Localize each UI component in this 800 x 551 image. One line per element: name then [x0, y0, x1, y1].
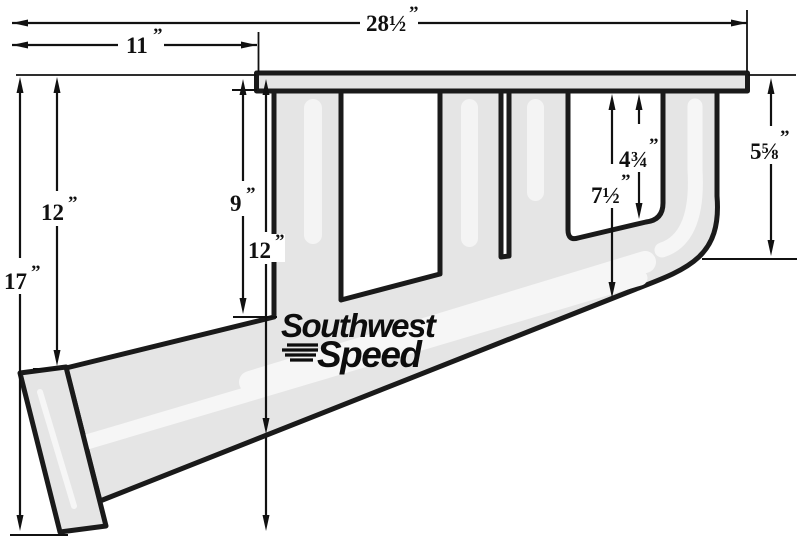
arrowhead-right	[241, 41, 257, 49]
end-flange-highlight	[37, 389, 77, 509]
dim-label: 11	[126, 33, 148, 58]
dim-flange-offset: 11 ”	[12, 25, 260, 72]
runner2-highlight	[461, 99, 478, 247]
dim-label: 17	[4, 269, 27, 294]
arrowhead-down	[239, 298, 247, 314]
arrowhead-left	[12, 41, 28, 49]
dim-unit: ”	[68, 193, 78, 214]
dim-unit: ”	[31, 262, 41, 283]
dim-unit: ”	[409, 3, 419, 24]
runner1-highlight	[304, 99, 322, 244]
dim-label: 12	[248, 238, 271, 263]
dim-label: 9	[230, 191, 242, 216]
arrowhead-down	[53, 350, 61, 366]
dim-runner-depth: 7½ ”	[591, 94, 631, 298]
dim-port-depth: 4¾ ”	[619, 94, 659, 219]
dim-unit: ”	[275, 231, 285, 252]
brand-logo-line2: Speed	[317, 334, 423, 375]
arrowhead-up	[262, 79, 270, 95]
dim-label: 4¾	[619, 147, 648, 172]
dim-total-length: 28½ ”	[12, 3, 748, 72]
dim-height-17: 17 ”	[4, 77, 68, 536]
brand-logo: Southwest Speed	[281, 307, 439, 375]
arrowhead-up	[767, 78, 775, 94]
dim-label: 5⅝	[750, 139, 779, 164]
arrowhead-down	[262, 515, 270, 531]
dim-unit: ”	[649, 135, 659, 156]
label-backing	[245, 234, 285, 262]
arrowhead-up	[608, 94, 616, 110]
arrowhead-mid	[262, 418, 270, 434]
arrowhead-left	[12, 19, 28, 27]
brand-logo-line1: Southwest	[281, 307, 438, 344]
head-flange	[254, 70, 750, 94]
arrowhead-down	[16, 515, 24, 531]
dim-height-9: 9 ”	[230, 79, 277, 318]
dim-height-12-mid: 12 ”	[245, 79, 285, 531]
dim-unit: ”	[621, 171, 631, 192]
dim-height-12-left: 12 ”	[33, 77, 78, 370]
arrowhead-down	[608, 282, 616, 298]
runner4-bend-highlight	[654, 98, 703, 258]
arrowhead-down	[635, 203, 643, 219]
dim-label: 7½	[591, 183, 620, 208]
dim-label: 12	[41, 200, 64, 225]
dim-unit: ”	[780, 127, 790, 148]
runner3-highlight	[527, 99, 544, 201]
dim-unit: ”	[153, 25, 163, 46]
arrowhead-up	[635, 94, 643, 110]
collector-highlight	[72, 270, 648, 452]
arrowhead-up	[239, 79, 247, 95]
speed-lines-icon	[282, 343, 318, 362]
arrowhead-down	[767, 240, 775, 256]
arrowhead-up	[16, 77, 24, 93]
dim-collector-drop: 5⅝ ”	[702, 74, 797, 260]
dim-label: 28½	[366, 11, 406, 36]
arrowhead-up	[53, 77, 61, 93]
arrowhead-right	[731, 19, 747, 27]
collector-highlight-wide	[239, 251, 656, 393]
dim-unit: ”	[246, 184, 256, 205]
